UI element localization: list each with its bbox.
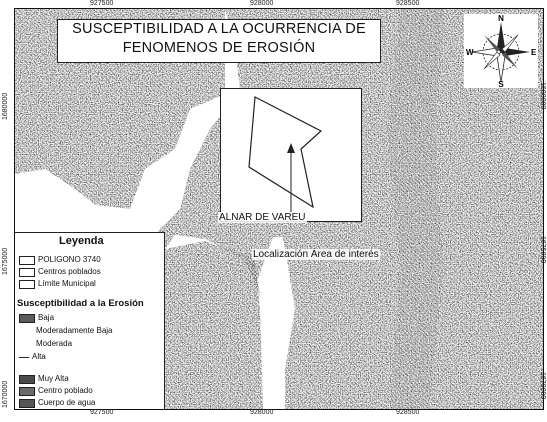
legend-swatch-icon	[19, 374, 35, 384]
legend-class-moderada: Moderada	[19, 339, 72, 349]
legend-item-centros: Centros poblados	[19, 267, 101, 277]
legend-swatch-icon	[19, 313, 35, 323]
legend-class-label: Moderadamente Baja	[36, 326, 113, 335]
legend-item-label: POLIGONO 3740	[38, 255, 101, 264]
legend-item-polygon: POLIGONO 3740	[19, 255, 101, 265]
legend-item-limite: Límite Municipal	[19, 279, 96, 289]
legend-item-label: Centros poblados	[38, 267, 101, 276]
title-line-1: SUSCEPTIBILIDAD A LA OCURRENCIA DE	[72, 21, 366, 37]
map-title: SUSCEPTIBILIDAD A LA OCURRENCIA DE FENOM…	[57, 19, 381, 63]
legend-class-label: Cuerpo de agua	[38, 398, 96, 407]
coord-top-2: 928000	[250, 0, 274, 7]
polygon-3740-icon	[248, 96, 323, 254]
coord-bottom-3: 928500	[396, 409, 420, 416]
legend: Leyenda POLIGONO 3740 Centros poblados L…	[15, 232, 165, 409]
compass-north-label: N	[498, 14, 504, 23]
legend-swatch-icon	[19, 398, 35, 408]
coord-left-1: 1680000	[2, 92, 9, 120]
compass-west-label: W	[466, 48, 474, 57]
legend-swatch-icon	[19, 341, 33, 348]
compass-rose-icon: N S W E	[466, 14, 537, 89]
erosion-band-light	[387, 9, 445, 409]
legend-swatch-icon	[19, 279, 35, 289]
legend-swatch-icon	[19, 356, 29, 358]
legend-swatch-icon	[19, 328, 33, 335]
erosion-zone-south	[165, 241, 263, 409]
location-label: Localización Área de interés	[252, 249, 380, 260]
coord-bottom-1: 927500	[90, 409, 114, 416]
legend-class-label: Muy Alta	[38, 374, 69, 383]
compass-south-label: S	[498, 80, 504, 88]
legend-item-label: Límite Municipal	[38, 279, 96, 288]
legend-class-mod-baja: Moderadamente Baja	[19, 326, 113, 336]
legend-class-agua: Cuerpo de agua	[19, 398, 95, 408]
legend-class-alta: Alta	[19, 352, 46, 362]
inset-map	[220, 88, 362, 254]
north-arrow: N S W E	[464, 14, 538, 89]
coord-bottom-2: 928000	[250, 409, 274, 416]
legend-swatch-icon	[19, 386, 35, 396]
legend-swatch-icon	[19, 255, 35, 265]
title-line-2: FENOMENOS DE EROSIÓN	[122, 40, 316, 56]
coord-left-3: 1670000	[2, 380, 9, 408]
legend-title: Leyenda	[59, 235, 104, 247]
legend-class-label: Alta	[32, 352, 46, 361]
coord-right-3: 1670000	[539, 372, 546, 400]
coord-left-2: 1675000	[2, 247, 9, 275]
coord-top-1: 927500	[90, 0, 114, 7]
white-area-south	[258, 237, 295, 409]
compass-east-label: E	[531, 48, 537, 57]
legend-swatch-icon	[19, 267, 35, 277]
legend-class-baja: Baja	[19, 313, 54, 323]
legend-class-label: Centro poblado	[38, 386, 93, 395]
place-label: ALNAR DE VAREU	[218, 212, 307, 223]
coord-right-1: 1680000	[539, 82, 546, 110]
legend-class-label: Baja	[38, 313, 55, 322]
legend-class-centro: Centro poblado	[19, 386, 93, 396]
coord-right-2: 1675000	[539, 236, 546, 264]
legend-subtitle: Susceptibilidad a la Erosión	[17, 298, 144, 309]
coord-top-3: 928500	[396, 0, 420, 7]
white-area-west	[15, 169, 145, 249]
legend-class-muy-alta: Muy Alta	[19, 374, 69, 384]
legend-class-label: Moderada	[36, 339, 73, 348]
